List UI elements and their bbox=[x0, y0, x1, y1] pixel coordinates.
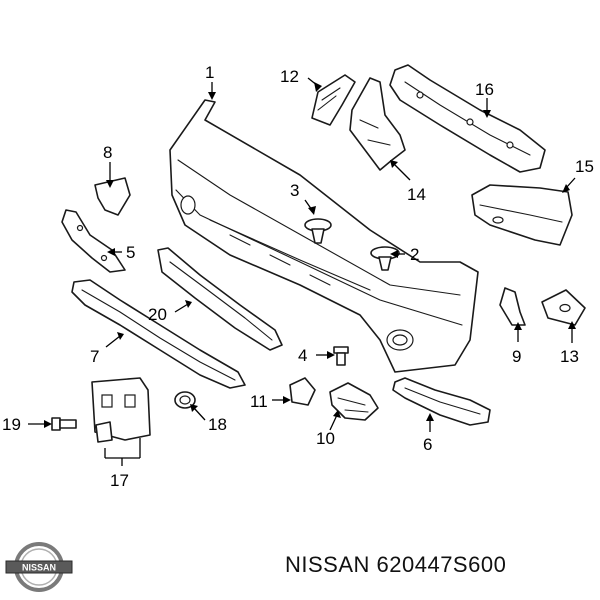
callout-20: 20 bbox=[148, 305, 167, 324]
part-20-absorber bbox=[157, 247, 283, 351]
callout-7: 7 bbox=[90, 347, 99, 366]
part-15-cover bbox=[471, 184, 573, 246]
callout-5: 5 bbox=[126, 243, 135, 262]
leader-lines bbox=[28, 77, 576, 466]
callout-19: 19 bbox=[2, 415, 21, 434]
front-bumper-cover bbox=[169, 99, 479, 373]
callout-4: 4 bbox=[298, 346, 307, 365]
nissan-logo-icon: NISSAN bbox=[5, 542, 73, 592]
callout-15: 15 bbox=[575, 157, 594, 176]
callout-10: 10 bbox=[316, 429, 335, 448]
part-17-plate-bracket bbox=[91, 377, 151, 443]
brand-part-number: NISSAN 620447S600 bbox=[285, 552, 507, 577]
part-16-reinforcement bbox=[389, 64, 546, 173]
part-2-clip bbox=[370, 246, 400, 271]
callout-18: 18 bbox=[208, 415, 227, 434]
part-19-bolt bbox=[51, 417, 77, 431]
callout-8: 8 bbox=[103, 143, 112, 162]
callout-6: 6 bbox=[423, 435, 432, 454]
callout-2: 2 bbox=[410, 245, 419, 264]
part-13-bracket bbox=[541, 289, 586, 326]
callout-12: 12 bbox=[280, 67, 299, 86]
part-4-bolt bbox=[333, 346, 349, 366]
callout-9: 9 bbox=[512, 347, 521, 366]
part-12-bracket bbox=[311, 74, 356, 126]
part-5-bracket bbox=[61, 209, 126, 273]
part-10-bracket bbox=[329, 382, 379, 421]
part-7-reinforcement bbox=[71, 279, 246, 389]
part-14-bracket bbox=[349, 77, 406, 171]
part-8-clip bbox=[94, 177, 131, 216]
part-3-clip bbox=[304, 218, 332, 244]
callout-1: 1 bbox=[205, 63, 214, 82]
callout-14: 14 bbox=[407, 185, 426, 204]
callout-16: 16 bbox=[475, 80, 494, 99]
part-9-bracket bbox=[499, 287, 526, 326]
part-6-strip bbox=[392, 377, 491, 426]
callout-13: 13 bbox=[560, 347, 579, 366]
logo-text: NISSAN bbox=[22, 563, 56, 573]
callout-11: 11 bbox=[250, 392, 268, 411]
part-11-clip bbox=[289, 377, 316, 406]
callout-labels: 1 2 3 4 5 6 7 8 9 10 11 12 13 14 15 16 1… bbox=[2, 63, 594, 490]
callout-3: 3 bbox=[290, 181, 299, 200]
callout-17: 17 bbox=[110, 471, 129, 490]
